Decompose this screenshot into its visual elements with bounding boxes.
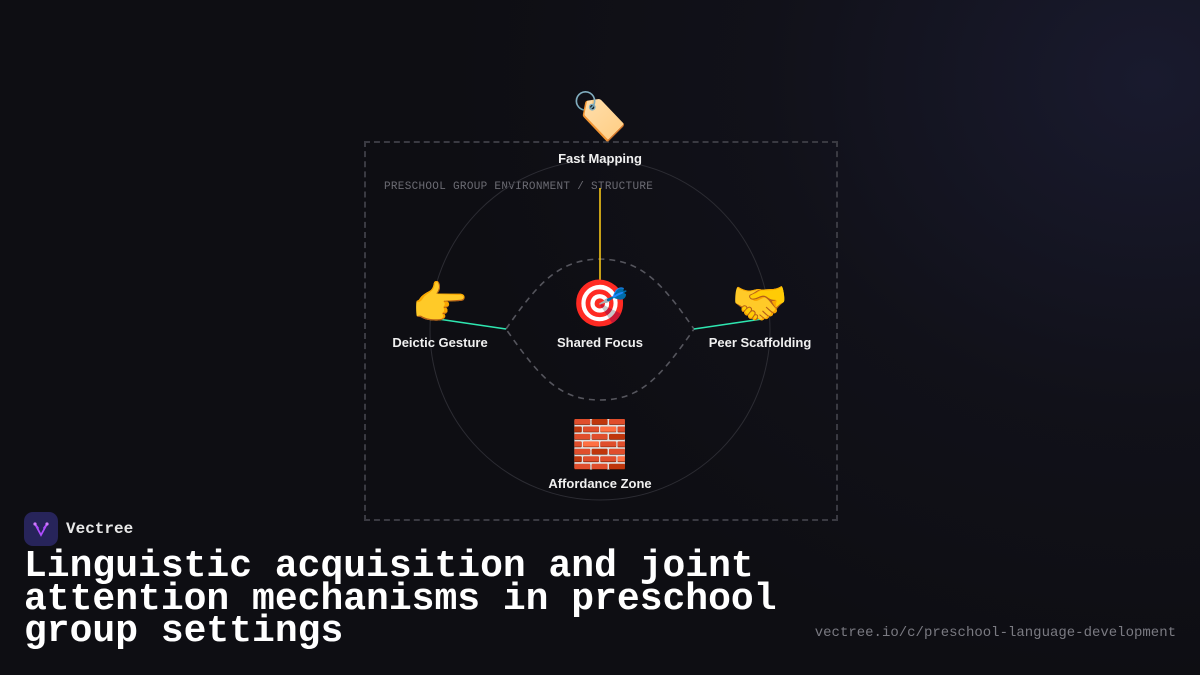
node-fast-mapping[interactable]: 🏷️ Fast Mapping [520,90,680,166]
node-affordance-zone[interactable]: 🧱 Affordance Zone [520,418,680,491]
node-deictic-gesture[interactable]: 👉 Deictic Gesture [360,277,520,350]
page-title: Linguistic acquisition and joint attenti… [24,545,777,653]
environment-frame [364,141,838,521]
target-icon: 🎯 [571,277,629,329]
pointing-hand-icon: 👉 [411,277,469,329]
brand: Vectree [24,512,133,546]
page-url[interactable]: vectree.io/c/preschool-language-developm… [814,625,1176,641]
node-label: Peer Scaffolding [708,335,812,350]
node-label: Affordance Zone [548,476,652,491]
brand-name: Vectree [66,520,134,538]
brick-icon: 🧱 [571,418,629,470]
vectree-logo-icon [24,512,58,546]
node-label: Shared Focus [557,335,643,350]
outer-ring [429,159,771,501]
node-shared-focus[interactable]: 🎯 Shared Focus [520,277,680,350]
node-label: Deictic Gesture [392,335,488,350]
handshake-icon: 🤝 [731,277,789,329]
link-deictic-gesture [437,318,507,330]
label-tag-icon: 🏷️ [571,90,629,142]
node-label: Fast Mapping [558,151,642,166]
link-peer-scaffolding [693,318,763,330]
node-peer-scaffolding[interactable]: 🤝 Peer Scaffolding [680,277,840,350]
frame-label: PRESCHOOL GROUP ENVIRONMENT / STRUCTURE [384,181,654,193]
